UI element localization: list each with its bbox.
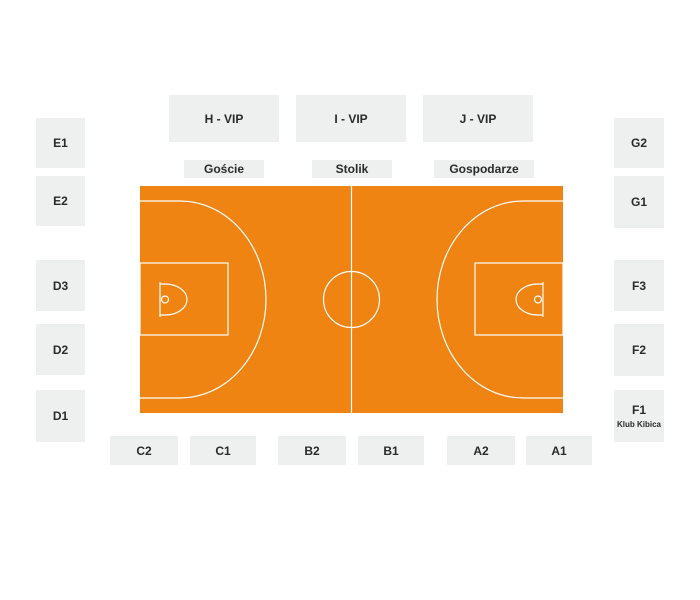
left-key [140, 262, 229, 336]
sector-label: C2 [136, 443, 152, 458]
sector-a2[interactable]: A2 [447, 436, 515, 465]
sector-i-vip[interactable]: I - VIP [296, 95, 406, 142]
sector-e2[interactable]: E2 [36, 176, 85, 226]
sector-e1[interactable]: E1 [36, 118, 85, 168]
sector-label: B2 [304, 443, 320, 458]
sector-label: C1 [215, 443, 231, 458]
sector-label: F1 [631, 403, 646, 417]
sector-label: F3 [631, 278, 646, 293]
sector-label: I - VIP [334, 111, 368, 126]
sector-label: G1 [630, 195, 647, 209]
guests-bench-label: Goście [184, 160, 264, 178]
sector-f3[interactable]: F3 [614, 260, 664, 311]
sector-label: A2 [473, 443, 489, 458]
sector-label: A1 [551, 443, 567, 458]
sector-label: G2 [630, 136, 647, 150]
sector-d1[interactable]: D1 [36, 390, 85, 442]
sector-label: D2 [52, 342, 69, 357]
right-three-point-line [436, 200, 563, 399]
sector-label: H - VIP [204, 111, 244, 126]
sector-label: F2 [631, 343, 646, 357]
left-hoop [160, 295, 170, 304]
center-circle [322, 270, 381, 329]
left-restricted-area [160, 283, 188, 316]
hosts-bench-label: Gospodarze [434, 160, 534, 178]
sector-label: J - VIP [459, 111, 497, 126]
sector-h-vip[interactable]: H - VIP [169, 95, 279, 142]
sector-d2[interactable]: D2 [36, 324, 85, 375]
sector-b1[interactable]: B1 [358, 436, 424, 465]
sector-g1[interactable]: G1 [614, 176, 664, 228]
basketball-court [140, 186, 563, 413]
sector-b2[interactable]: B2 [278, 436, 346, 465]
sector-f2[interactable]: F2 [614, 324, 664, 376]
right-hoop [533, 295, 543, 304]
sector-c1[interactable]: C1 [190, 436, 256, 465]
sector-j-vip[interactable]: J - VIP [423, 95, 533, 142]
sector-label: E2 [53, 194, 68, 208]
sector-f1[interactable]: F1 Klub Kibica [614, 390, 664, 442]
sector-label: B1 [383, 443, 399, 458]
sector-label: E1 [53, 136, 68, 150]
sector-sublabel: Klub Kibica [616, 420, 661, 429]
right-restricted-area [515, 283, 543, 316]
sector-a1[interactable]: A1 [526, 436, 592, 465]
sector-c2[interactable]: C2 [110, 436, 178, 465]
sector-d3[interactable]: D3 [36, 260, 85, 311]
sector-label: D1 [52, 409, 69, 423]
scorers-table-label: Stolik [312, 160, 392, 178]
sector-label: D3 [52, 278, 69, 293]
right-key [474, 262, 563, 336]
sector-g2[interactable]: G2 [614, 118, 664, 168]
left-three-point-line [140, 200, 267, 399]
